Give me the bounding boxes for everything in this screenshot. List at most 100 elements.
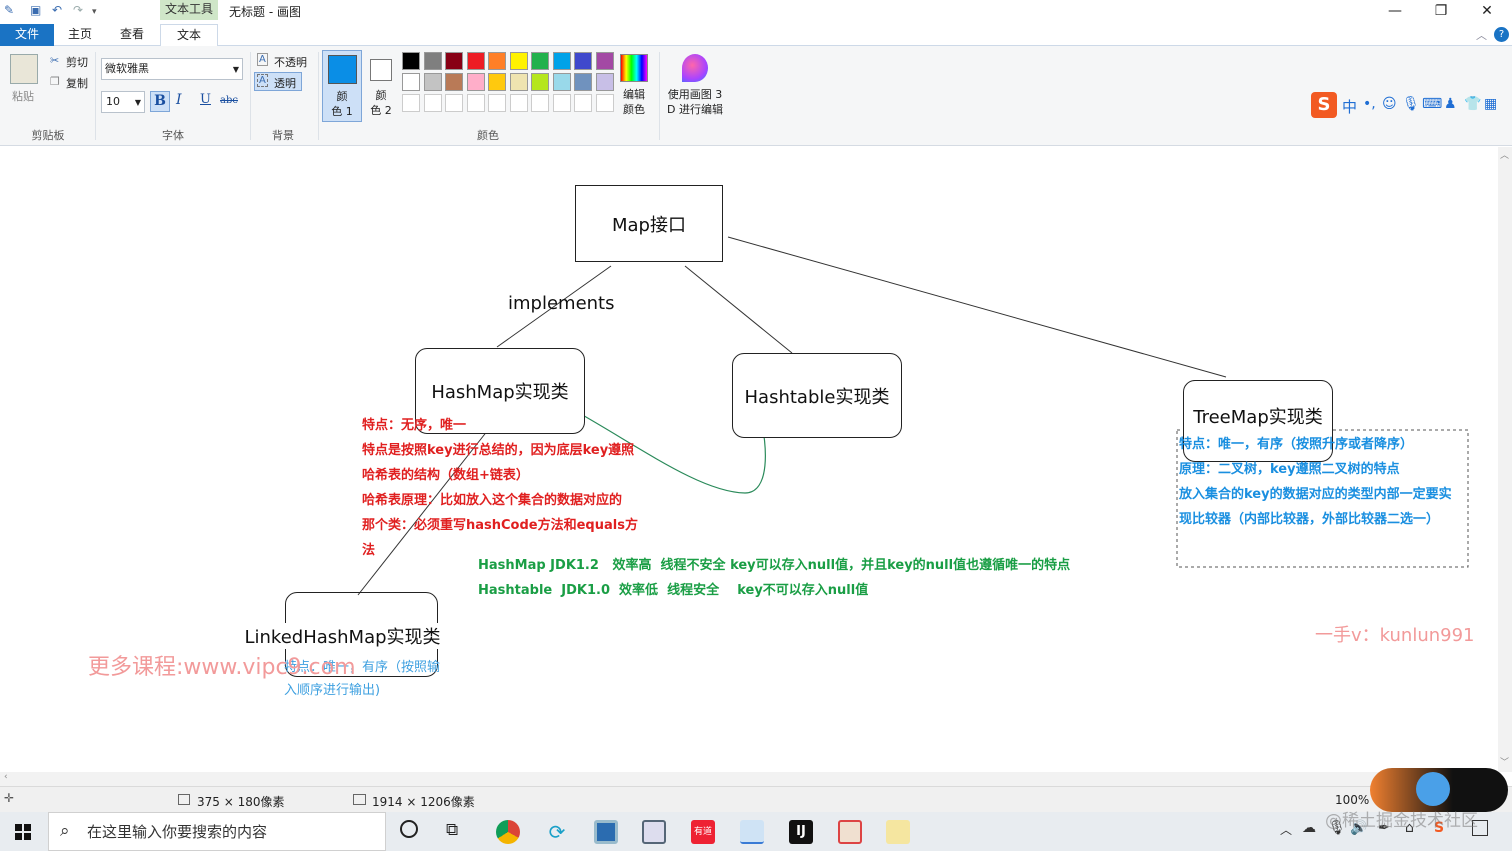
- chrome-icon[interactable]: [496, 820, 520, 844]
- chinese-mode-icon[interactable]: 中: [1342, 98, 1358, 116]
- palette-swatch[interactable]: [423, 73, 442, 91]
- treemap-node: TreeMap实现类: [1183, 380, 1333, 462]
- redo-icon[interactable]: ↷: [73, 3, 84, 17]
- floating-widget[interactable]: [1370, 768, 1508, 812]
- windows-start-icon[interactable]: [15, 824, 31, 840]
- microphone-icon[interactable]: 🎙: [1402, 96, 1420, 112]
- tab-home[interactable]: 主页: [67, 27, 92, 41]
- opaque-option[interactable]: A 不透明: [255, 52, 313, 70]
- transparent-option[interactable]: A 透明: [254, 72, 302, 91]
- palette-swatch[interactable]: [509, 52, 528, 70]
- palette-swatch[interactable]: [466, 52, 485, 70]
- underline-button[interactable]: U: [200, 92, 211, 107]
- palette-swatch[interactable]: [402, 94, 420, 112]
- task-view-icon[interactable]: ⧉: [446, 820, 459, 840]
- palette-swatch[interactable]: [595, 94, 614, 112]
- palette-swatch[interactable]: [488, 73, 506, 91]
- palette-swatch[interactable]: [445, 52, 463, 70]
- scroll-left-icon[interactable]: ‹: [4, 772, 8, 782]
- palette-swatch[interactable]: [531, 73, 549, 91]
- palette-swatch[interactable]: [574, 94, 592, 112]
- undo-icon[interactable]: ↶: [52, 3, 63, 17]
- ime-tray-icon[interactable]: S: [1434, 820, 1445, 836]
- horizontal-scrollbar[interactable]: ‹: [0, 772, 1498, 786]
- tab-text[interactable]: 文本: [160, 24, 218, 47]
- palette-swatch[interactable]: [509, 94, 528, 112]
- user-icon[interactable]: ♟: [1444, 96, 1457, 112]
- hashmap-label: HashMap实现类: [431, 382, 569, 403]
- palette-swatch[interactable]: [595, 52, 614, 70]
- palette-swatch[interactable]: [552, 73, 571, 91]
- taskbar-search-input[interactable]: 在这里输入你要搜索的内容: [48, 812, 386, 851]
- palette-swatch[interactable]: [574, 73, 592, 91]
- youdao-icon[interactable]: 有道: [691, 820, 715, 844]
- collapse-ribbon-icon[interactable]: ︿: [1476, 29, 1487, 42]
- volume-icon[interactable]: 🔊: [1350, 820, 1368, 836]
- onedrive-icon[interactable]: ☁: [1302, 820, 1316, 836]
- close-button[interactable]: ✕: [1481, 3, 1493, 19]
- calculator-icon[interactable]: [594, 820, 618, 844]
- copy-button[interactable]: 复制: [66, 77, 88, 90]
- color1-button[interactable]: 颜 色 1: [322, 50, 362, 122]
- mic-tray-icon[interactable]: 🎙: [1328, 820, 1346, 836]
- palette-swatch[interactable]: [466, 94, 485, 112]
- notification-icon[interactable]: [1472, 820, 1488, 836]
- emoji-icon[interactable]: ☺: [1382, 96, 1397, 112]
- palette-swatch[interactable]: [531, 94, 549, 112]
- palette-swatch[interactable]: [445, 94, 463, 112]
- canvas[interactable]: Map接口 implements HashMap实现类 Hashtable实现类…: [0, 147, 1498, 772]
- keyboard-icon[interactable]: ⌨: [1422, 96, 1443, 112]
- paint3d-button[interactable]: 使用画图 3 D 进行编辑: [667, 88, 723, 116]
- color2-button[interactable]: 颜 色 2: [365, 50, 397, 122]
- palette-swatch[interactable]: [531, 52, 549, 70]
- palette-swatch[interactable]: [423, 52, 442, 70]
- cut-button[interactable]: 剪切: [66, 56, 88, 69]
- bold-button[interactable]: B: [150, 91, 170, 112]
- xmind-icon[interactable]: [838, 820, 862, 844]
- palette-swatch[interactable]: [488, 52, 506, 70]
- palette-swatch[interactable]: [445, 73, 463, 91]
- palette-swatch[interactable]: [595, 73, 614, 91]
- palette-swatch[interactable]: [552, 52, 571, 70]
- scroll-up-icon[interactable]: ︿: [1500, 151, 1510, 161]
- sync-app-icon[interactable]: ⟳: [545, 820, 569, 844]
- remote-desktop-icon[interactable]: [642, 820, 666, 844]
- font-size-select[interactable]: 10 ▼: [101, 91, 145, 113]
- treemap-notes[interactable]: 特点：唯一，有序（按照升序或者降序） 原理：二叉树，key遵照二叉树的特点 放入…: [1179, 432, 1469, 532]
- customize-quick-access-icon[interactable]: ▾: [92, 7, 97, 17]
- tray-expand-icon[interactable]: ︿: [1280, 823, 1293, 837]
- chevron-down-icon: ▼: [134, 98, 141, 107]
- font-family-select[interactable]: 微软雅黑 ▼: [101, 58, 243, 80]
- palette-swatch[interactable]: [423, 94, 442, 112]
- network-icon[interactable]: ⌂: [1405, 820, 1414, 836]
- strikethrough-button[interactable]: abc: [220, 95, 238, 106]
- vertical-scrollbar[interactable]: ︿ ﹀: [1498, 147, 1512, 772]
- scroll-down-icon[interactable]: ﹀: [1500, 758, 1510, 768]
- paste-button[interactable]: 粘贴: [12, 90, 34, 103]
- paste-icon[interactable]: [10, 54, 38, 84]
- punctuation-icon[interactable]: •,: [1363, 96, 1376, 112]
- pen-icon[interactable]: ✒: [1378, 820, 1390, 836]
- tab-view[interactable]: 查看: [119, 27, 144, 41]
- help-icon[interactable]: ?: [1494, 27, 1509, 42]
- palette-swatch[interactable]: [402, 73, 420, 91]
- palette-swatch[interactable]: [402, 52, 420, 70]
- paint-taskbar-icon[interactable]: [740, 820, 764, 844]
- toolbox-icon[interactable]: ▦: [1484, 96, 1498, 112]
- notes-icon[interactable]: [886, 820, 910, 844]
- intellij-icon[interactable]: IJ: [789, 820, 813, 844]
- italic-button[interactable]: I: [176, 92, 182, 108]
- maximize-button[interactable]: ❐: [1434, 3, 1448, 19]
- cortana-icon[interactable]: [400, 820, 418, 838]
- status-bar: ✛ 375 × 180像素 1914 × 1206像素 100%: [0, 786, 1512, 812]
- minimize-button[interactable]: —: [1388, 3, 1402, 19]
- palette-swatch[interactable]: [466, 73, 485, 91]
- palette-swatch[interactable]: [552, 94, 571, 112]
- skin-icon[interactable]: 👕: [1464, 96, 1482, 112]
- palette-swatch[interactable]: [488, 94, 506, 112]
- tab-file[interactable]: 文件: [0, 24, 54, 46]
- palette-swatch[interactable]: [509, 73, 528, 91]
- edit-colors-button[interactable]: 编辑 颜色: [623, 88, 645, 116]
- palette-swatch[interactable]: [574, 52, 592, 70]
- save-icon[interactable]: ▣: [30, 3, 42, 17]
